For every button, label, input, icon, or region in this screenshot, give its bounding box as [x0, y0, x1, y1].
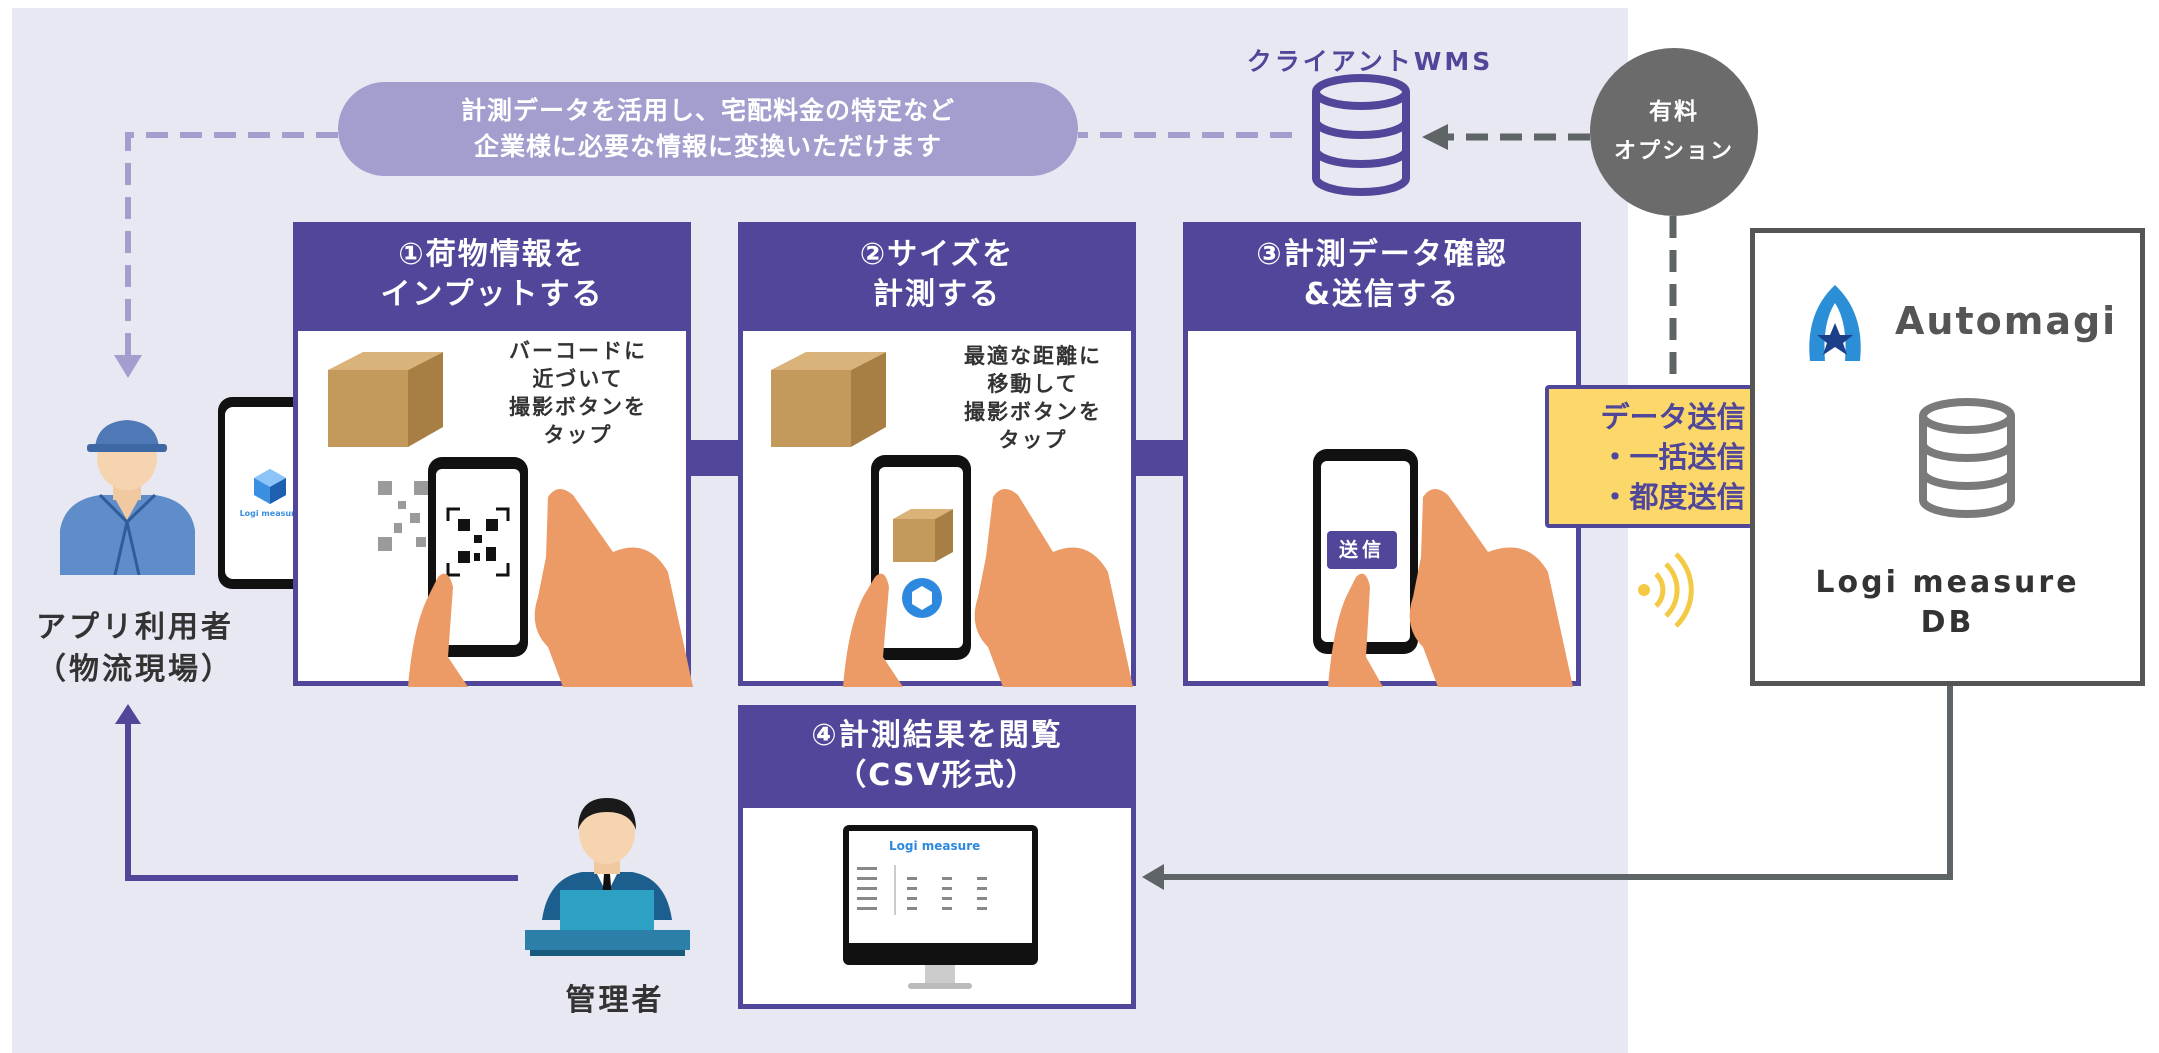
app-name-label: Logi measure: [239, 509, 301, 518]
step-1-caption: バーコードに 近づいて 撮影ボタンを タップ: [478, 337, 678, 449]
hand-illustration: [1328, 488, 1573, 687]
monitor-base: [908, 983, 972, 989]
step-2-title-line-1: ②サイズを: [859, 237, 1015, 272]
admin-to-user-line: [125, 722, 518, 881]
logi-measure-logo-icon: [254, 469, 286, 504]
step-2-phone-icon: [871, 455, 971, 660]
wms-arrowhead: [1422, 124, 1448, 150]
wms-database-icon: [1312, 74, 1410, 196]
step-1-caption-line: 近づいて: [532, 367, 624, 391]
paid-option-badge: 有料 オプション: [1590, 48, 1758, 216]
admin-label: 管理者: [565, 983, 665, 1018]
step-1-header: ①荷物情報を インプットする: [298, 227, 686, 331]
monitor-title: Logi measure: [889, 839, 981, 853]
admin-to-user-arrowhead: [115, 704, 141, 724]
step-2-caption-line: 移動して: [987, 372, 1079, 396]
measure-shutter-icon: [902, 578, 942, 618]
step-2-caption-line: 撮影ボタンを: [964, 400, 1102, 424]
hand-illustration: [843, 488, 1133, 687]
step-3-title-line-1: ③計測データ確認: [1256, 237, 1508, 272]
connector-step1-step2: [688, 440, 740, 476]
send-line-3: ・都度送信: [1600, 479, 1746, 514]
step-2-caption-line: タップ: [998, 428, 1068, 452]
logi-measure-database-icon: [1919, 398, 2015, 518]
step-4-title-line-1: ④計測結果を閲覧: [811, 718, 1063, 753]
step-1-title-line-2: インプットする: [380, 277, 604, 312]
monitor-icon: Logi measure: [843, 825, 1038, 965]
cardboard-box-icon: [328, 352, 443, 447]
db-to-results-line: [1160, 686, 1953, 880]
app-user-line-1: アプリ利用者: [36, 610, 234, 645]
step-4-results-box: ④計測結果を閲覧 （CSV形式） Logi measure: [738, 705, 1136, 1009]
option-line-2: オプション: [1613, 139, 1734, 164]
send-button[interactable]: 送信: [1327, 531, 1397, 569]
step-1-input-box: ①荷物情報を インプットする バーコードに 近づいて 撮影ボタンを タップ: [293, 222, 693, 687]
csv-table-icon: [857, 865, 987, 915]
db-label-line-1: Logi measure: [1815, 565, 2080, 600]
step-1-title-line-1: ①荷物情報を: [398, 237, 586, 272]
cardboard-box-icon: [771, 352, 886, 447]
logi-measure-db-box: Automagi Logi measure DB: [1750, 228, 2145, 686]
warehouse-worker-icon: [60, 420, 195, 575]
step-3-title-line-2: &送信する: [1303, 277, 1461, 312]
step-2-title-line-2: 計測する: [873, 277, 1001, 312]
connector-step2-step3: [1133, 440, 1185, 476]
banner-to-user-dashed-arrow: [125, 132, 338, 360]
step-2-caption: 最適な距離に 移動して 撮影ボタンを タップ: [933, 342, 1133, 454]
data-usage-banner: 計測データを活用し、宅配料金の特定など 企業様に必要な情報に変換いただけます: [338, 82, 1078, 176]
db-label: Logi measure DB: [1755, 563, 2140, 643]
step-2-caption-line: 最適な距離に: [964, 344, 1102, 368]
option-line-1: 有料: [1649, 99, 1699, 125]
step-4-header: ④計測結果を閲覧 （CSV形式）: [743, 710, 1131, 808]
barcode-icon: [376, 477, 431, 557]
automagi-brand: Automagi: [1895, 299, 2118, 343]
app-user-line-2: （物流現場）: [36, 652, 234, 687]
hand-illustration: [408, 488, 693, 687]
step-4-title-line-2: （CSV形式）: [836, 758, 1038, 793]
app-user-label: アプリ利用者 （物流現場）: [20, 607, 250, 691]
db-label-line-2: DB: [1920, 605, 1975, 640]
banner-line-1: 計測データを活用し、宅配料金の特定など: [460, 96, 955, 125]
step-1-caption-line: 撮影ボタンを: [509, 395, 647, 419]
monitor-stand: [925, 965, 955, 985]
wireless-signal-icon: [1638, 552, 1694, 628]
send-line-2: ・一括送信: [1600, 439, 1746, 474]
automagi-logo-icon: [1809, 285, 1861, 361]
step-2-measure-box: ②サイズを 計測する 最適な距離に 移動して 撮影ボタンを タップ: [738, 222, 1136, 687]
administrator-icon: [525, 798, 690, 956]
send-line-1: データ送信: [1600, 399, 1746, 434]
step-1-caption-line: タップ: [543, 423, 613, 447]
banner-line-2: 企業様に必要な情報に変換いただけます: [473, 132, 942, 161]
step-3-send-box: ③計測データ確認 &送信する 送信: [1183, 222, 1581, 687]
wms-label: クライアントWMS: [1246, 47, 1494, 76]
step-1-caption-line: バーコードに: [509, 339, 647, 363]
qr-code-scan-icon: [446, 507, 510, 577]
step-3-header: ③計測データ確認 &送信する: [1188, 227, 1576, 331]
box-on-screen-icon: [893, 509, 953, 562]
step-2-header: ②サイズを 計測する: [743, 227, 1131, 331]
db-to-results-arrowhead: [1142, 864, 1164, 890]
